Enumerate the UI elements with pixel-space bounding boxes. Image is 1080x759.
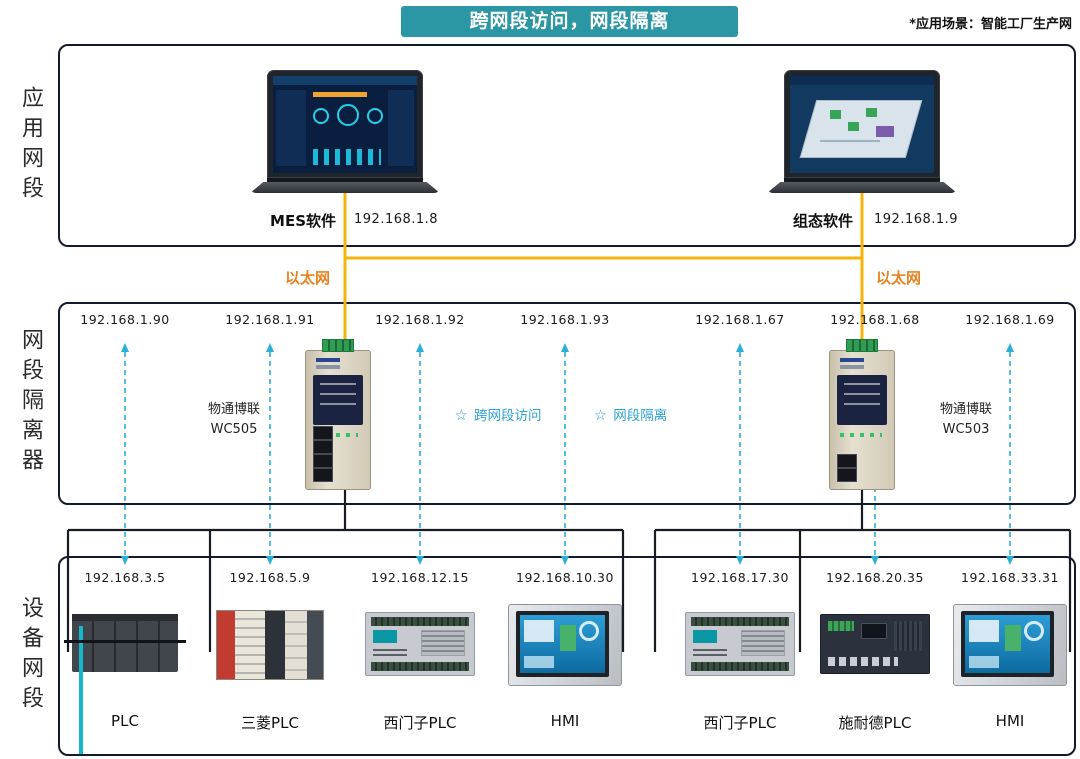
model: WC505 <box>210 421 258 437</box>
scada-screen <box>790 76 934 173</box>
isolator-ip-6: 192.168.1.68 <box>830 312 920 327</box>
device-label: PLC <box>111 712 139 730</box>
front-panel <box>313 375 363 425</box>
device-column-hmi-2: 192.168.33.31 HMI <box>935 566 1080 756</box>
device-ip: 192.168.5.9 <box>229 570 311 585</box>
device-column-siemens-plc-1: 192.168.12.15 西门子PLC <box>345 566 495 756</box>
device-label: 施耐德PLC <box>838 714 912 732</box>
ethernet-ports <box>837 454 887 482</box>
status-leds <box>316 433 358 437</box>
laptop-scada <box>767 70 957 193</box>
plc-image <box>64 614 186 754</box>
ethernet-label-right: 以太网 <box>876 269 922 287</box>
device-label: 西门子PLC <box>383 714 457 732</box>
isolator-ip-5: 192.168.1.67 <box>695 312 785 327</box>
hmi-image <box>953 604 1067 686</box>
device-ip: 192.168.20.35 <box>826 570 924 585</box>
laptop-base <box>767 182 957 193</box>
isolator-ip-7: 192.168.1.69 <box>965 312 1055 327</box>
device-column-schneider-plc: 192.168.20.35 施耐德PLC <box>800 566 950 756</box>
ethernet-label-left: 以太网 <box>285 269 331 287</box>
isolator-ip-1: 192.168.1.90 <box>80 312 170 327</box>
siemens-plc-image <box>685 612 795 676</box>
isolator-device-wc503 <box>829 339 895 490</box>
wc503-label: 物通博联 WC503 <box>906 400 1026 439</box>
section-label-device: 设备网段 <box>18 596 43 716</box>
device-ip: 192.168.33.31 <box>961 570 1059 585</box>
device-label: 西门子PLC <box>703 714 777 732</box>
schneider-plc-image <box>820 614 930 674</box>
scada-software-label: 组态软件 <box>792 212 853 230</box>
laptop-hinge <box>267 178 423 182</box>
device-label: HMI <box>995 712 1025 730</box>
scada-ip: 192.168.1.9 <box>874 212 959 227</box>
mes-software-label: MES软件 <box>270 212 336 230</box>
device-column-siemens-plc-2: 192.168.17.30 西门子PLC <box>665 566 815 756</box>
isolator-ip-4: 192.168.1.93 <box>520 312 610 327</box>
star-icon: ☆ <box>593 406 608 424</box>
device-column-hmi-1: 192.168.10.30 HMI <box>490 566 640 756</box>
wc505-label: 物通博联 WC505 <box>174 400 294 439</box>
front-panel <box>837 375 887 425</box>
device-column-plc: 192.168.3.5 PLC <box>50 566 200 756</box>
isolator-ip-2: 192.168.1.91 <box>225 312 315 327</box>
laptop-screen <box>267 70 423 178</box>
device-ip: 192.168.3.5 <box>84 570 166 585</box>
device-label: HMI <box>550 712 580 730</box>
title-banner: 跨网段访问，网段隔离 <box>401 6 738 37</box>
brand: 物通博联 <box>939 402 992 417</box>
terminal-block <box>322 339 354 352</box>
device-label: 三菱PLC <box>241 714 299 732</box>
device-column-mitsubishi-plc: 192.168.5.9 三菱PLC <box>195 566 345 756</box>
device-ip: 192.168.12.15 <box>371 570 469 585</box>
brand: 物通博联 <box>207 402 260 417</box>
siemens-plc-image <box>365 612 475 676</box>
section-label-isolator: 网段隔离器 <box>18 328 43 478</box>
terminal-block <box>846 339 878 352</box>
scenario-note: *应用场景：智能工厂生产网 <box>909 17 1072 32</box>
feature-cross-segment: ☆跨网段访问 <box>454 406 542 424</box>
isolator-ip-3: 192.168.1.92 <box>375 312 465 327</box>
laptop-screen <box>784 70 940 178</box>
mes-ip: 192.168.1.8 <box>354 212 439 227</box>
laptop-base <box>250 182 440 193</box>
hmi-image <box>508 604 622 686</box>
ethernet-ports <box>313 426 363 482</box>
mitsubishi-plc-image <box>216 610 324 680</box>
section-label-application: 应用网段 <box>18 86 43 206</box>
laptop-hinge <box>784 178 940 182</box>
feature-segment-isolation: ☆网段隔离 <box>593 406 668 424</box>
device-ip: 192.168.17.30 <box>691 570 789 585</box>
status-leds <box>840 433 882 437</box>
isolator-device-wc505 <box>305 339 371 490</box>
mes-dashboard-screen <box>273 76 417 173</box>
laptop-mes <box>250 70 440 193</box>
device-ip: 192.168.10.30 <box>516 570 614 585</box>
star-icon: ☆ <box>454 406 468 424</box>
model: WC503 <box>942 421 990 437</box>
